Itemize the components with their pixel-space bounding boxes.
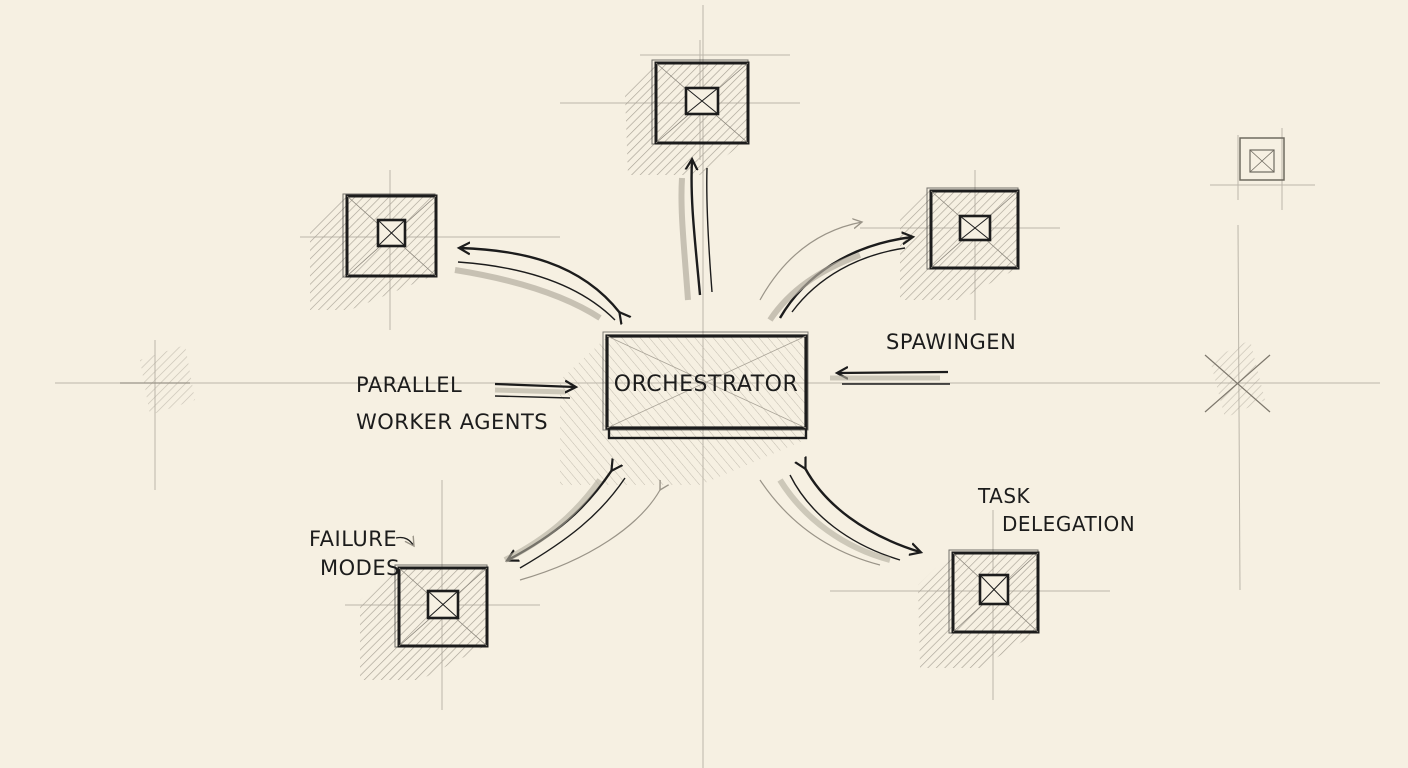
faint-node-top-right [1239,137,1285,181]
worker-node-bottom-left [394,564,489,648]
arrow-spawning [838,372,949,373]
arrow-to-top-left-node [460,248,620,313]
node-shadows [310,62,1038,680]
worker-node-top-left [342,193,438,278]
arrow-failure-modes-pointer [395,537,414,546]
worker-node-top-right [926,187,1020,270]
label-task-line2: DELEGATION [1002,512,1135,536]
arrow-to-top-node [692,160,702,296]
label-spawning: SPAWINGEN [886,330,1016,354]
worker-node-bottom-right [948,549,1040,634]
arrow-parallel-workers [494,384,575,387]
annotations: SPAWINGEN PARALLEL WORKER AGENTS FAILURE… [309,330,1135,580]
label-failure-line2: MODES [320,556,400,580]
arrow-to-bottom-right-node [805,468,920,552]
orchestrator-node: ORCHESTRATOR [602,331,809,440]
crosshair-mark-right [1204,340,1271,418]
label-parallel-line2: WORKER AGENTS [356,410,548,434]
label-parallel-line1: PARALLEL [356,373,462,397]
connection-arrows [395,160,950,581]
label-failure-line1: FAILURE [309,527,397,551]
orchestrator-label: ORCHESTRATOR [614,372,799,397]
label-task-line1: TASK [977,484,1031,508]
arrow-to-top-right-node [778,237,912,319]
worker-node-top [651,59,750,145]
crosshair-mark-left [120,345,195,415]
